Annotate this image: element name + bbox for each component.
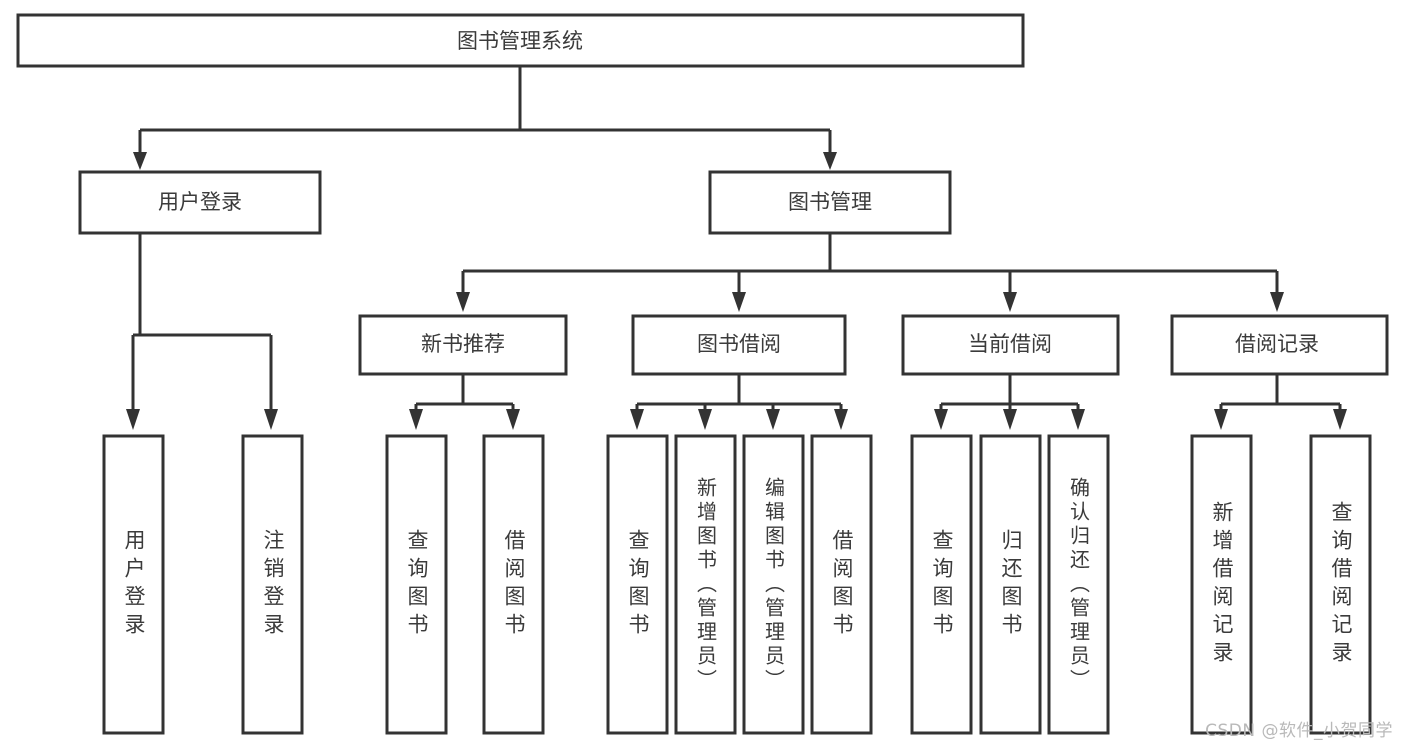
node-leaf-br-add-record-box[interactable] xyxy=(1190,434,1253,735)
node-leaf-user-login[interactable]: 用户登录 xyxy=(102,434,165,735)
node-leaf-br-add-record[interactable]: 新增借阅记录 xyxy=(1190,434,1253,735)
node-leaf-bb-edit-book-text-wrap: 编辑图书（管理员） xyxy=(761,476,786,693)
node-leaf-nbr-query-book-box[interactable] xyxy=(385,434,448,735)
node-leaf-nbr-query-book-label: 查询图书 xyxy=(405,528,429,641)
node-user-login-label: 用户登录 xyxy=(158,190,242,214)
arrow-newbook-c2 xyxy=(506,409,520,430)
node-leaf-logout-box[interactable] xyxy=(241,434,304,735)
node-leaf-bb-borrow-book[interactable]: 借阅图书 xyxy=(810,434,873,735)
node-leaf-br-query-record-box[interactable] xyxy=(1309,434,1372,735)
node-leaf-cb-return-book-text-wrap: 归还图书 xyxy=(999,528,1023,641)
node-leaf-nbr-borrow-book-box[interactable] xyxy=(482,434,545,735)
arrow-current-c2 xyxy=(1003,409,1017,430)
node-leaf-br-query-record-text-wrap: 查询借阅记录 xyxy=(1329,500,1353,669)
arrow-borrow-c1 xyxy=(630,409,644,430)
arrow-current-c3 xyxy=(1071,409,1085,430)
node-leaf-bb-borrow-book-box[interactable] xyxy=(810,434,873,735)
node-leaf-br-query-record[interactable]: 查询借阅记录 xyxy=(1309,434,1372,735)
node-leaf-bb-edit-book-label: 编辑图书（管理员） xyxy=(761,476,786,693)
node-leaf-cb-confirm-return-label: 确认归还（管理员） xyxy=(1066,476,1091,693)
node-leaf-cb-confirm-return-box[interactable] xyxy=(1047,434,1110,735)
node-leaf-nbr-query-book[interactable]: 查询图书 xyxy=(385,434,448,735)
node-book-borrow-label: 图书借阅 xyxy=(697,332,781,356)
node-root-label: 图书管理系统 xyxy=(457,29,583,53)
node-user-login-box[interactable] xyxy=(78,170,322,235)
arrow-book-mgmt xyxy=(823,152,837,170)
node-current-borrow-label: 当前借阅 xyxy=(968,332,1052,356)
node-leaf-br-add-record-label: 新增借阅记录 xyxy=(1210,500,1234,669)
node-leaf-logout-text-wrap: 注销登录 xyxy=(261,528,285,641)
node-leaf-cb-query-book-label: 查询图书 xyxy=(930,528,954,641)
node-leaf-nbr-borrow-book-text-wrap: 借阅图书 xyxy=(502,528,526,641)
node-root-box[interactable] xyxy=(16,13,1025,68)
node-leaf-user-login-label: 用户登录 xyxy=(122,528,146,641)
node-leaf-bb-borrow-book-text-wrap: 借阅图书 xyxy=(830,528,854,641)
node-leaf-logout-label: 注销登录 xyxy=(261,528,285,641)
node-leaf-user-login-text-wrap: 用户登录 xyxy=(122,528,146,641)
node-leaf-bb-query-book-text-wrap: 查询图书 xyxy=(626,528,650,641)
arrow-user-login xyxy=(133,152,147,170)
node-leaf-bb-edit-book-box[interactable] xyxy=(742,434,805,735)
arrow-newbook xyxy=(456,292,470,312)
node-book-management-label: 图书管理 xyxy=(788,190,872,214)
node-leaf-cb-query-book[interactable]: 查询图书 xyxy=(910,434,973,735)
node-leaf-bb-edit-book[interactable]: 编辑图书（管理员） xyxy=(742,434,805,735)
node-book-management[interactable]: 图书管理 xyxy=(708,170,952,235)
arrow-borrow-c2 xyxy=(698,409,712,430)
node-leaf-bb-add-book[interactable]: 新增图书（管理员） xyxy=(674,434,737,735)
arrow-userlogin-c1 xyxy=(126,409,140,430)
node-leaf-br-query-record-label: 查询借阅记录 xyxy=(1329,500,1353,669)
node-leaf-cb-confirm-return[interactable]: 确认归还（管理员） xyxy=(1047,434,1110,735)
node-leaf-bb-add-book-text-wrap: 新增图书（管理员） xyxy=(693,476,718,693)
node-leaf-bb-query-book-label: 查询图书 xyxy=(626,528,650,641)
node-leaf-bb-add-book-box[interactable] xyxy=(674,434,737,735)
arrow-borrow-c3 xyxy=(766,409,780,430)
node-leaf-bb-borrow-book-label: 借阅图书 xyxy=(830,528,854,641)
node-user-login[interactable]: 用户登录 xyxy=(78,170,322,235)
arrow-newbook-c1 xyxy=(409,409,423,430)
node-new-book-recommend-box[interactable] xyxy=(358,314,568,376)
node-leaf-bb-add-book-label: 新增图书（管理员） xyxy=(693,476,718,693)
arrow-record xyxy=(1270,292,1284,312)
node-leaf-cb-return-book-label: 归还图书 xyxy=(999,528,1023,641)
arrow-record-c1 xyxy=(1214,409,1228,430)
node-leaf-nbr-query-book-text-wrap: 查询图书 xyxy=(405,528,429,641)
node-leaf-logout[interactable]: 注销登录 xyxy=(241,434,304,735)
node-new-book-recommend-label: 新书推荐 xyxy=(421,332,505,356)
node-leaf-user-login-box[interactable] xyxy=(102,434,165,735)
node-book-borrow[interactable]: 图书借阅 xyxy=(631,314,847,376)
arrow-userlogin-c2 xyxy=(264,409,278,430)
node-borrow-record-label: 借阅记录 xyxy=(1235,332,1319,356)
node-leaf-cb-return-book-box[interactable] xyxy=(979,434,1042,735)
edge-layer xyxy=(126,66,1347,430)
node-leaf-cb-query-book-box[interactable] xyxy=(910,434,973,735)
node-current-borrow[interactable]: 当前借阅 xyxy=(901,314,1120,376)
arrow-current xyxy=(1003,292,1017,312)
node-leaf-bb-query-book-box[interactable] xyxy=(606,434,669,735)
node-new-book-recommend[interactable]: 新书推荐 xyxy=(358,314,568,376)
node-leaf-nbr-borrow-book[interactable]: 借阅图书 xyxy=(482,434,545,735)
node-leaf-br-add-record-text-wrap: 新增借阅记录 xyxy=(1210,500,1234,669)
node-borrow-record-box[interactable] xyxy=(1170,314,1389,376)
node-book-management-box[interactable] xyxy=(708,170,952,235)
node-leaf-nbr-borrow-book-label: 借阅图书 xyxy=(502,528,526,641)
arrow-record-c2 xyxy=(1333,409,1347,430)
node-root[interactable]: 图书管理系统 xyxy=(16,13,1025,68)
arrow-borrow-c4 xyxy=(834,409,848,430)
node-current-borrow-box[interactable] xyxy=(901,314,1120,376)
node-book-borrow-box[interactable] xyxy=(631,314,847,376)
arrow-current-c1 xyxy=(934,409,948,430)
node-leaf-cb-query-book-text-wrap: 查询图书 xyxy=(930,528,954,641)
node-leaf-bb-query-book[interactable]: 查询图书 xyxy=(606,434,669,735)
node-leaf-cb-return-book[interactable]: 归还图书 xyxy=(979,434,1042,735)
node-borrow-record[interactable]: 借阅记录 xyxy=(1170,314,1389,376)
node-leaf-cb-confirm-return-text-wrap: 确认归还（管理员） xyxy=(1066,476,1091,693)
csdn-watermark: CSDN @软件_小贺同学 xyxy=(1205,721,1393,741)
arrow-borrow xyxy=(732,292,746,312)
